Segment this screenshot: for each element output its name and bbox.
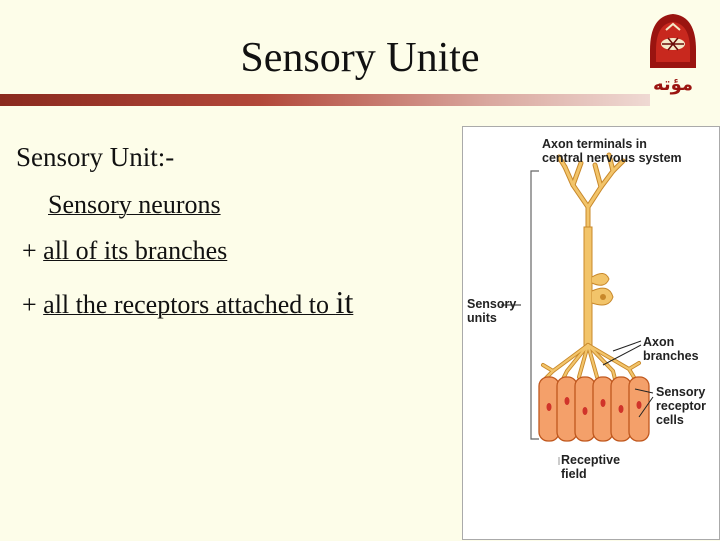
sensory-unit-heading: Sensory Unit:-: [16, 142, 174, 173]
sensory-units-label: Sensory units: [467, 297, 516, 325]
label-line: receptor: [656, 399, 706, 413]
label-line: Sensory: [467, 297, 516, 311]
label-line: Axon terminals in: [542, 137, 682, 151]
receptor-cells: [539, 377, 649, 441]
receptive-field-label: Receptive field: [561, 453, 620, 481]
label-line: central nervous system: [542, 151, 682, 165]
axon-branches-label: Axon branches: [643, 335, 699, 363]
receptors-text: all the receptors attached to: [43, 290, 335, 319]
sensory-receptor-cells-label: Sensory receptor cells: [656, 385, 706, 427]
axon-terminals-label: Axon terminals in central nervous system: [542, 137, 682, 165]
label-line: units: [467, 311, 516, 325]
plus-sign: +: [22, 236, 43, 265]
label-line: Sensory: [656, 385, 706, 399]
label-line: cells: [656, 413, 706, 427]
branches-text: all of its branches: [43, 236, 227, 265]
slide-title: Sensory Unite: [0, 34, 720, 82]
university-logo-icon: مؤته: [640, 10, 706, 96]
branches-line: + all of its branches: [22, 236, 227, 266]
label-line: Receptive: [561, 453, 620, 467]
label-line: field: [561, 467, 620, 481]
sensory-unit-diagram: Axon terminals in central nervous system…: [462, 126, 720, 540]
receptors-line: + all the receptors attached to it: [22, 284, 353, 321]
plus-sign: +: [22, 290, 43, 319]
title-divider: [0, 94, 650, 106]
receptors-end-text: it: [336, 284, 354, 320]
sensory-neurons-line: Sensory neurons: [48, 190, 221, 220]
label-line: branches: [643, 349, 699, 363]
label-line: Axon: [643, 335, 699, 349]
logo-text: مؤته: [653, 74, 693, 95]
